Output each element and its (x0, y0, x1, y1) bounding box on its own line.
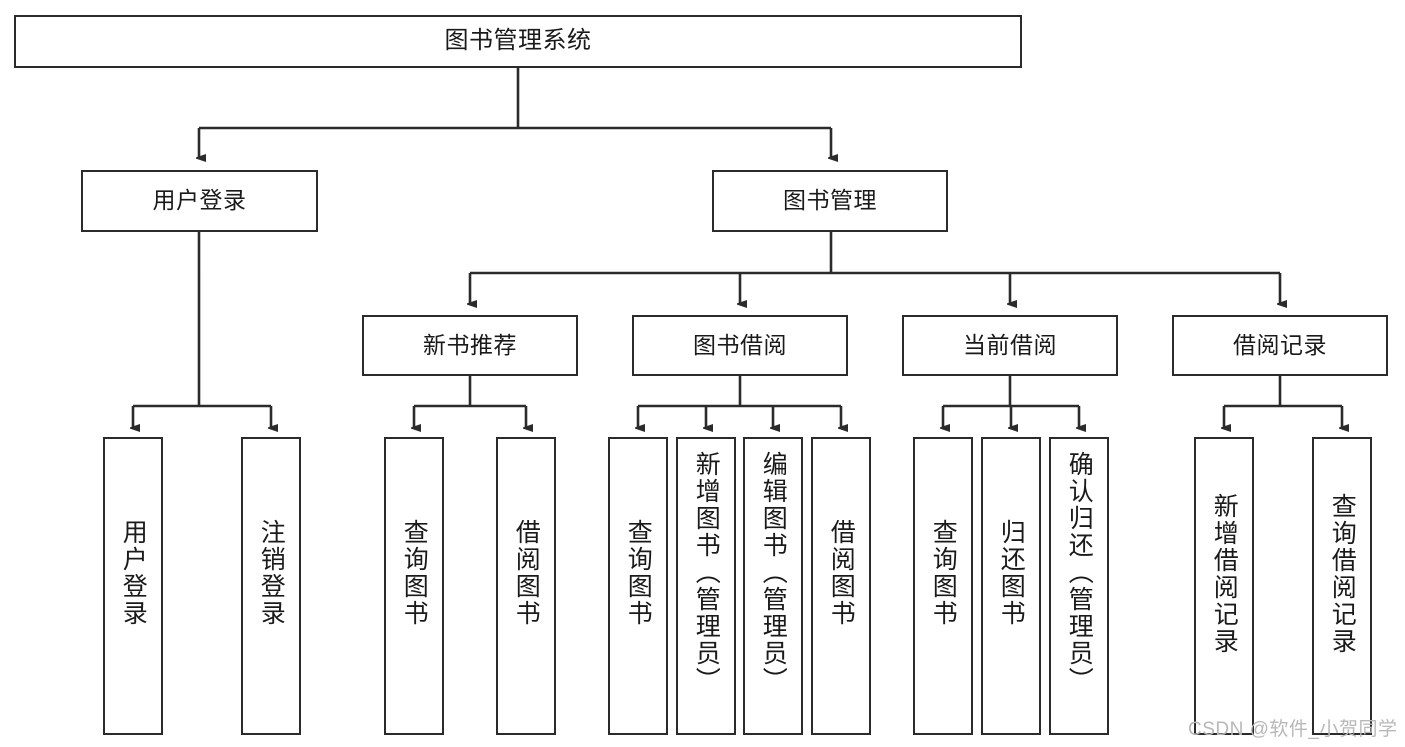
leaf-user-login[interactable]: 用户登录 (103, 437, 163, 735)
node-label: 查询图书 (929, 519, 958, 627)
node-label: 图书借阅 (693, 331, 787, 358)
node-book-borrow[interactable]: 图书借阅 (632, 315, 848, 376)
node-new-book-recommend[interactable]: 新书推荐 (362, 315, 578, 376)
node-label: 借阅图书 (512, 519, 541, 627)
node-label: 新增借阅记录 (1210, 493, 1239, 655)
node-label: 图书管理 (783, 187, 877, 214)
node-label: 确认归还（管理员） (1065, 451, 1094, 694)
node-label: 查询借阅记录 (1328, 493, 1357, 655)
leaf-logout-login[interactable]: 注销登录 (241, 437, 301, 735)
leaf-query-book-recommend[interactable]: 查询图书 (384, 437, 444, 735)
node-label: 查询图书 (400, 519, 429, 627)
node-label: 注销登录 (257, 519, 286, 627)
leaf-add-borrow-record[interactable]: 新增借阅记录 (1194, 437, 1254, 735)
leaf-query-book-current[interactable]: 查询图书 (913, 437, 973, 735)
node-label: 借阅图书 (827, 519, 856, 627)
node-label: 编辑图书（管理员） (759, 451, 788, 694)
leaf-query-borrow-record[interactable]: 查询借阅记录 (1312, 437, 1372, 735)
node-label: 图书管理系统 (444, 27, 592, 55)
leaf-edit-book-admin[interactable]: 编辑图书（管理员） (743, 437, 803, 735)
node-user-login[interactable]: 用户登录 (81, 170, 318, 232)
node-label: 用户登录 (119, 519, 148, 627)
leaf-query-book-borrow[interactable]: 查询图书 (608, 437, 668, 735)
leaf-borrow-book-recommend[interactable]: 借阅图书 (496, 437, 556, 735)
node-label: 借阅记录 (1233, 331, 1327, 358)
node-label: 归还图书 (997, 519, 1026, 627)
node-label: 当前借阅 (963, 331, 1057, 358)
leaf-add-book-admin[interactable]: 新增图书（管理员） (676, 437, 736, 735)
leaf-borrow-book[interactable]: 借阅图书 (811, 437, 871, 735)
node-borrow-record[interactable]: 借阅记录 (1172, 315, 1388, 376)
node-label: 查询图书 (624, 519, 653, 627)
node-book-management[interactable]: 图书管理 (712, 170, 948, 232)
node-root-book-management-system[interactable]: 图书管理系统 (14, 15, 1022, 68)
leaf-confirm-return-admin[interactable]: 确认归还（管理员） (1049, 437, 1109, 735)
node-current-borrow[interactable]: 当前借阅 (902, 315, 1118, 376)
node-label: 用户登录 (152, 187, 247, 214)
node-label: 新书推荐 (423, 331, 517, 358)
watermark-text: CSDN @软件_小贺同学 (1188, 719, 1398, 740)
node-label: 新增图书（管理员） (692, 451, 721, 694)
leaf-return-book[interactable]: 归还图书 (981, 437, 1041, 735)
